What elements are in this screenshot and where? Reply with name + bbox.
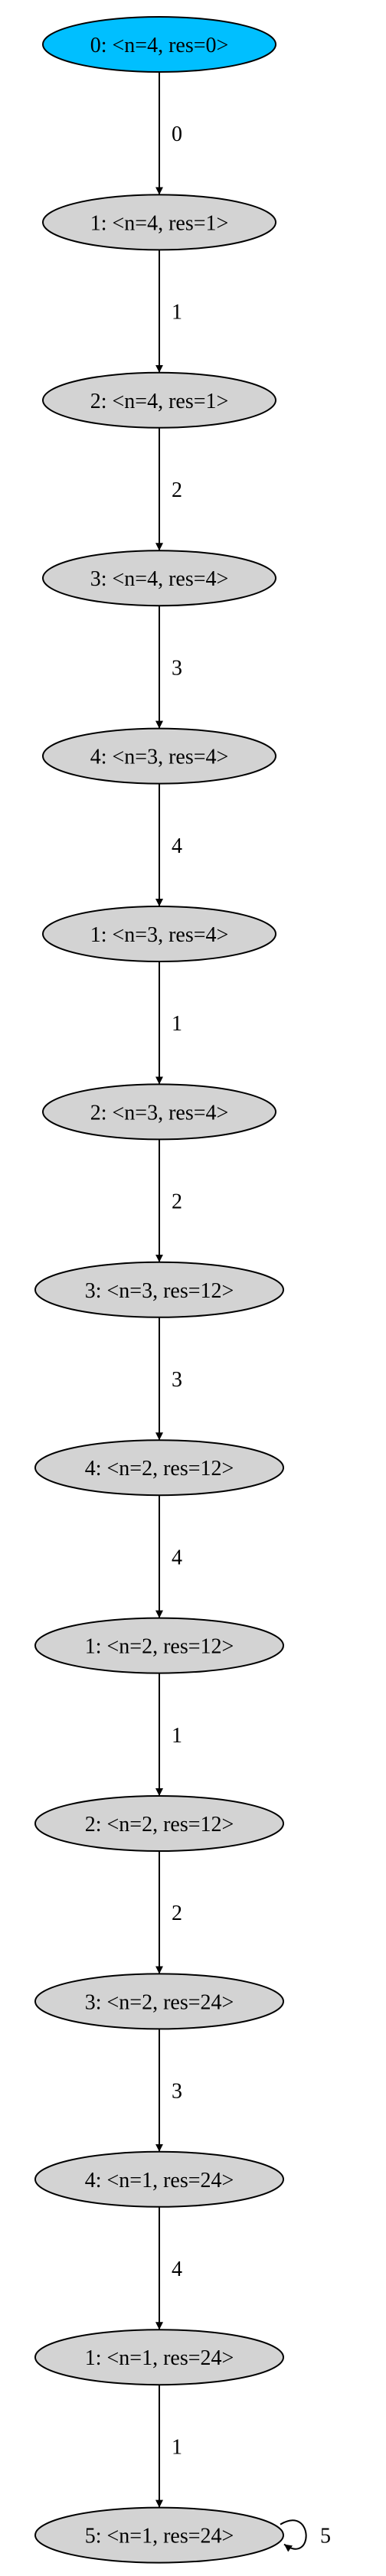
node-label: 1: <n=1, res=24> xyxy=(85,2346,234,2370)
node-label: 3: <n=4, res=4> xyxy=(90,567,229,591)
node-ellipse xyxy=(34,1439,284,1497)
state-node: 3: <n=3, res=12> xyxy=(34,1261,284,1318)
node-label: 4: <n=2, res=12> xyxy=(85,1457,234,1481)
state-node: 4: <n=3, res=4> xyxy=(42,727,276,785)
state-node: 3: <n=4, res=4> xyxy=(42,550,276,607)
node-label: 1: <n=4, res=1> xyxy=(90,211,229,235)
node-ellipse xyxy=(42,550,276,607)
state-node: 1: <n=4, res=1> xyxy=(42,194,276,251)
edge-label: 2 xyxy=(172,1902,182,1925)
node-label: 1: <n=2, res=12> xyxy=(85,1635,234,1659)
edge-label: 4 xyxy=(172,2258,182,2281)
node-label: 2: <n=4, res=1> xyxy=(90,390,229,413)
edge-label: 3 xyxy=(172,1368,182,1392)
node-label: 0: <n=4, res=0> xyxy=(90,34,229,57)
edges-layer: 0 1 2 3 4 1 2 3 4 1 2 3 4 1 5 xyxy=(155,72,331,2552)
node-ellipse xyxy=(42,16,276,73)
edge-label: 4 xyxy=(172,834,182,858)
node-ellipse xyxy=(42,727,276,785)
node-ellipse xyxy=(42,371,276,429)
state-node: 5: <n=1, res=24> xyxy=(34,2506,284,2564)
node-label: 5: <n=1, res=24> xyxy=(85,2525,234,2548)
node-label: 4: <n=1, res=24> xyxy=(85,2169,234,2192)
edge-label: 5 xyxy=(320,2525,331,2548)
node-ellipse xyxy=(42,906,276,962)
edge-label: 4 xyxy=(172,1546,182,1569)
state-node: 4: <n=2, res=12> xyxy=(34,1439,284,1497)
node-ellipse xyxy=(34,1261,284,1318)
initial-state-node: 0: <n=4, res=0> xyxy=(42,16,276,73)
nodes-layer: 0: <n=4, res=0> 1: <n=4, res=1> 2: <n=4, r… xyxy=(34,16,284,2564)
edge-self-loop-14 xyxy=(280,2519,307,2552)
edge-label: 1 xyxy=(172,1724,182,1748)
node-label: 4: <n=3, res=4> xyxy=(90,746,229,769)
node-ellipse xyxy=(34,1973,284,2030)
node-label: 2: <n=3, res=4> xyxy=(90,1101,229,1125)
state-node: 1: <n=2, res=12> xyxy=(34,1617,284,1674)
node-ellipse xyxy=(34,1617,284,1674)
node-ellipse xyxy=(34,1795,284,1852)
state-node: 2: <n=3, res=4> xyxy=(42,1083,276,1141)
node-ellipse xyxy=(34,2506,284,2564)
edge-label: 1 xyxy=(172,301,182,325)
state-node: 2: <n=2, res=12> xyxy=(34,1795,284,1852)
node-label: 2: <n=2, res=12> xyxy=(85,1813,234,1837)
node-label: 3: <n=2, res=24> xyxy=(85,1990,234,2014)
node-ellipse xyxy=(42,194,276,251)
state-node: 1: <n=1, res=24> xyxy=(34,2329,284,2386)
state-node: 3: <n=2, res=24> xyxy=(34,1973,284,2030)
node-label: 1: <n=3, res=4> xyxy=(90,923,229,947)
edge-label: 3 xyxy=(172,2080,182,2104)
edge-label: 2 xyxy=(172,1190,182,1214)
state-node: 2: <n=4, res=1> xyxy=(42,371,276,429)
node-ellipse xyxy=(34,2329,284,2386)
edge-label: 3 xyxy=(172,656,182,680)
node-label: 3: <n=3, res=12> xyxy=(85,1279,234,1303)
state-node: 4: <n=1, res=24> xyxy=(34,2150,284,2208)
node-ellipse xyxy=(42,1083,276,1141)
edge-label: 0 xyxy=(172,122,182,146)
node-ellipse xyxy=(34,2150,284,2208)
edge-label: 1 xyxy=(172,2435,182,2459)
edge-label: 1 xyxy=(172,1012,182,1036)
edge-label: 2 xyxy=(172,478,182,502)
state-node: 1: <n=3, res=4> xyxy=(42,906,276,962)
